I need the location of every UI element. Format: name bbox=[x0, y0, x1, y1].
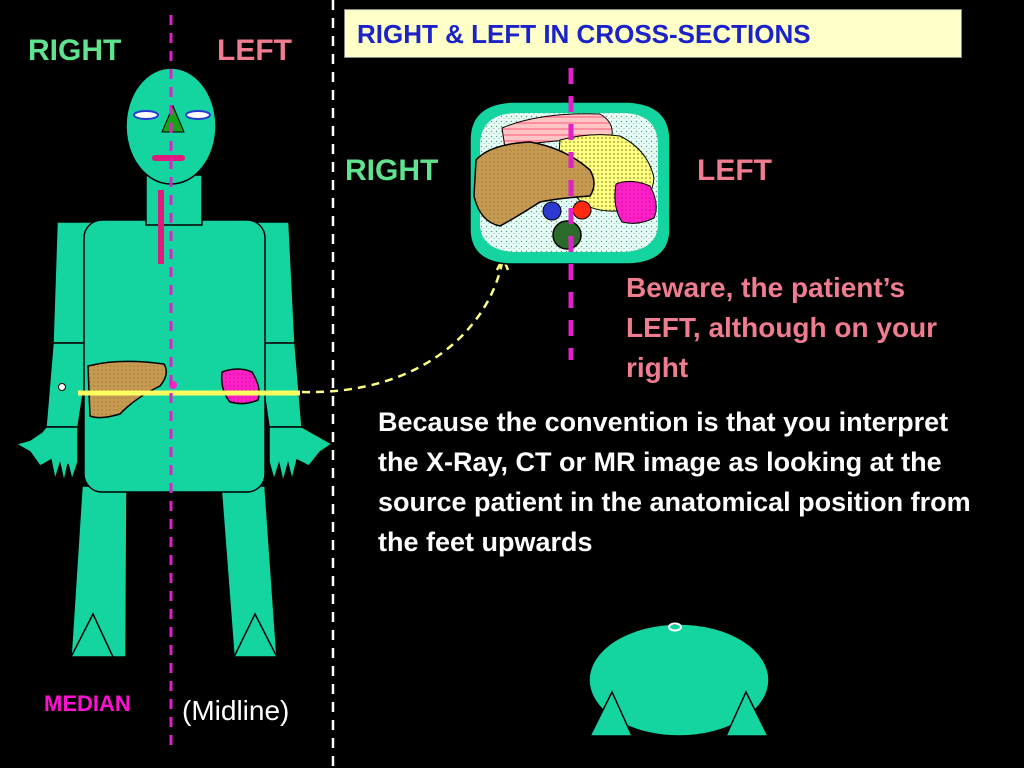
spine-marker bbox=[158, 190, 164, 264]
warning-text: Beware, the patient’s LEFT, although on … bbox=[626, 272, 938, 383]
left-hand bbox=[268, 426, 334, 483]
cs-vena-cava bbox=[542, 201, 562, 221]
body-stomach bbox=[220, 368, 260, 405]
feet-up-right-foot bbox=[588, 690, 634, 737]
cs-stomach bbox=[614, 180, 657, 224]
right-hand bbox=[14, 426, 79, 483]
body-left-label: LEFT bbox=[217, 34, 292, 67]
median-label: MEDIAN bbox=[44, 691, 131, 716]
feet-up-nose-marker bbox=[668, 622, 682, 632]
nose bbox=[161, 104, 185, 133]
left-foot bbox=[232, 612, 279, 658]
cs-liver bbox=[473, 141, 595, 227]
slide-title: RIGHT & LEFT IN CROSS-SECTIONS bbox=[357, 19, 811, 49]
midline-label: (Midline) bbox=[182, 695, 290, 726]
mouth bbox=[152, 155, 185, 161]
right-foot bbox=[69, 612, 115, 658]
body-liver bbox=[87, 360, 167, 419]
right-eye bbox=[133, 110, 159, 120]
torso bbox=[83, 219, 266, 493]
section-arrow bbox=[301, 262, 504, 394]
wrist-marker bbox=[58, 383, 66, 391]
cross-section-right-label: RIGHT bbox=[345, 154, 439, 187]
body-right-label: RIGHT bbox=[28, 34, 122, 67]
cross-section-left-label: LEFT bbox=[697, 154, 772, 187]
left-eye bbox=[185, 110, 211, 120]
cs-aorta bbox=[572, 200, 592, 220]
title-box: RIGHT & LEFT IN CROSS-SECTIONS bbox=[344, 9, 962, 58]
feet-up-left-foot bbox=[724, 690, 770, 737]
cs-vertebra bbox=[552, 220, 582, 250]
human-figure bbox=[14, 67, 334, 658]
feet-up-view bbox=[588, 622, 770, 737]
explanation-text: Because the convention is that you inter… bbox=[378, 407, 971, 557]
